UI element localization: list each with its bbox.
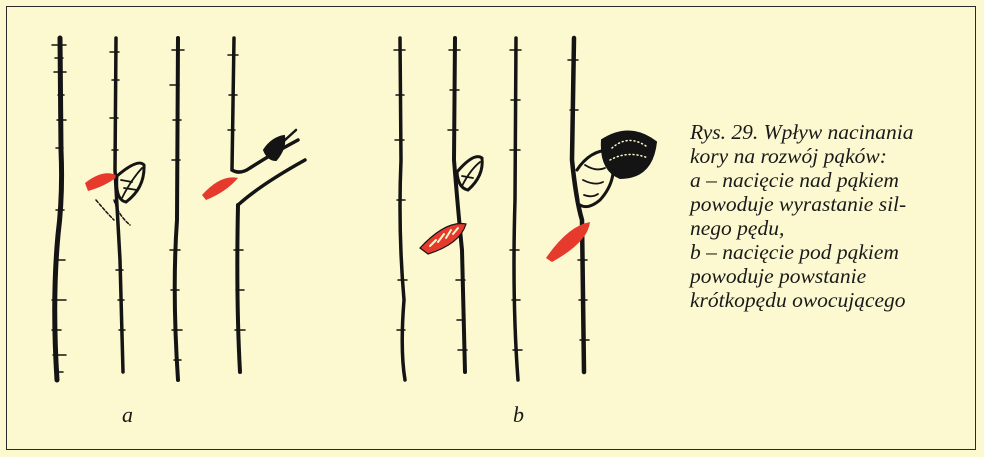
caption-line: powoduje wyrastanie sil- bbox=[690, 192, 975, 216]
figure-caption: Rys. 29. Wpływ nacinania kory na rozwój … bbox=[690, 120, 975, 312]
stem-a2 bbox=[170, 38, 305, 380]
caption-line: Rys. 29. Wpływ nacinania bbox=[690, 120, 975, 144]
panel-label-a: a bbox=[122, 402, 133, 428]
bud-b1 bbox=[457, 157, 482, 190]
cut-above-bud-a1 bbox=[85, 173, 118, 191]
caption-line: nego pędu, bbox=[690, 216, 975, 240]
stem-b2 bbox=[510, 38, 589, 380]
caption-line: krótkopędu owocującego bbox=[690, 288, 975, 312]
bud-a1 bbox=[96, 163, 144, 225]
stem-b1 bbox=[394, 38, 467, 380]
panel-label-b: b bbox=[513, 402, 524, 428]
fruit-spur-b2 bbox=[577, 131, 656, 206]
caption-line: kory na rozwój pąków: bbox=[690, 144, 975, 168]
caption-line: a – nacięcie nad pąkiem bbox=[690, 168, 975, 192]
caption-line: powoduje powstanie bbox=[690, 264, 975, 288]
stem-a1 bbox=[52, 38, 125, 380]
caption-line: b – nacięcie pod pąkiem bbox=[690, 240, 975, 264]
cut-above-shoot-a2 bbox=[202, 177, 238, 200]
